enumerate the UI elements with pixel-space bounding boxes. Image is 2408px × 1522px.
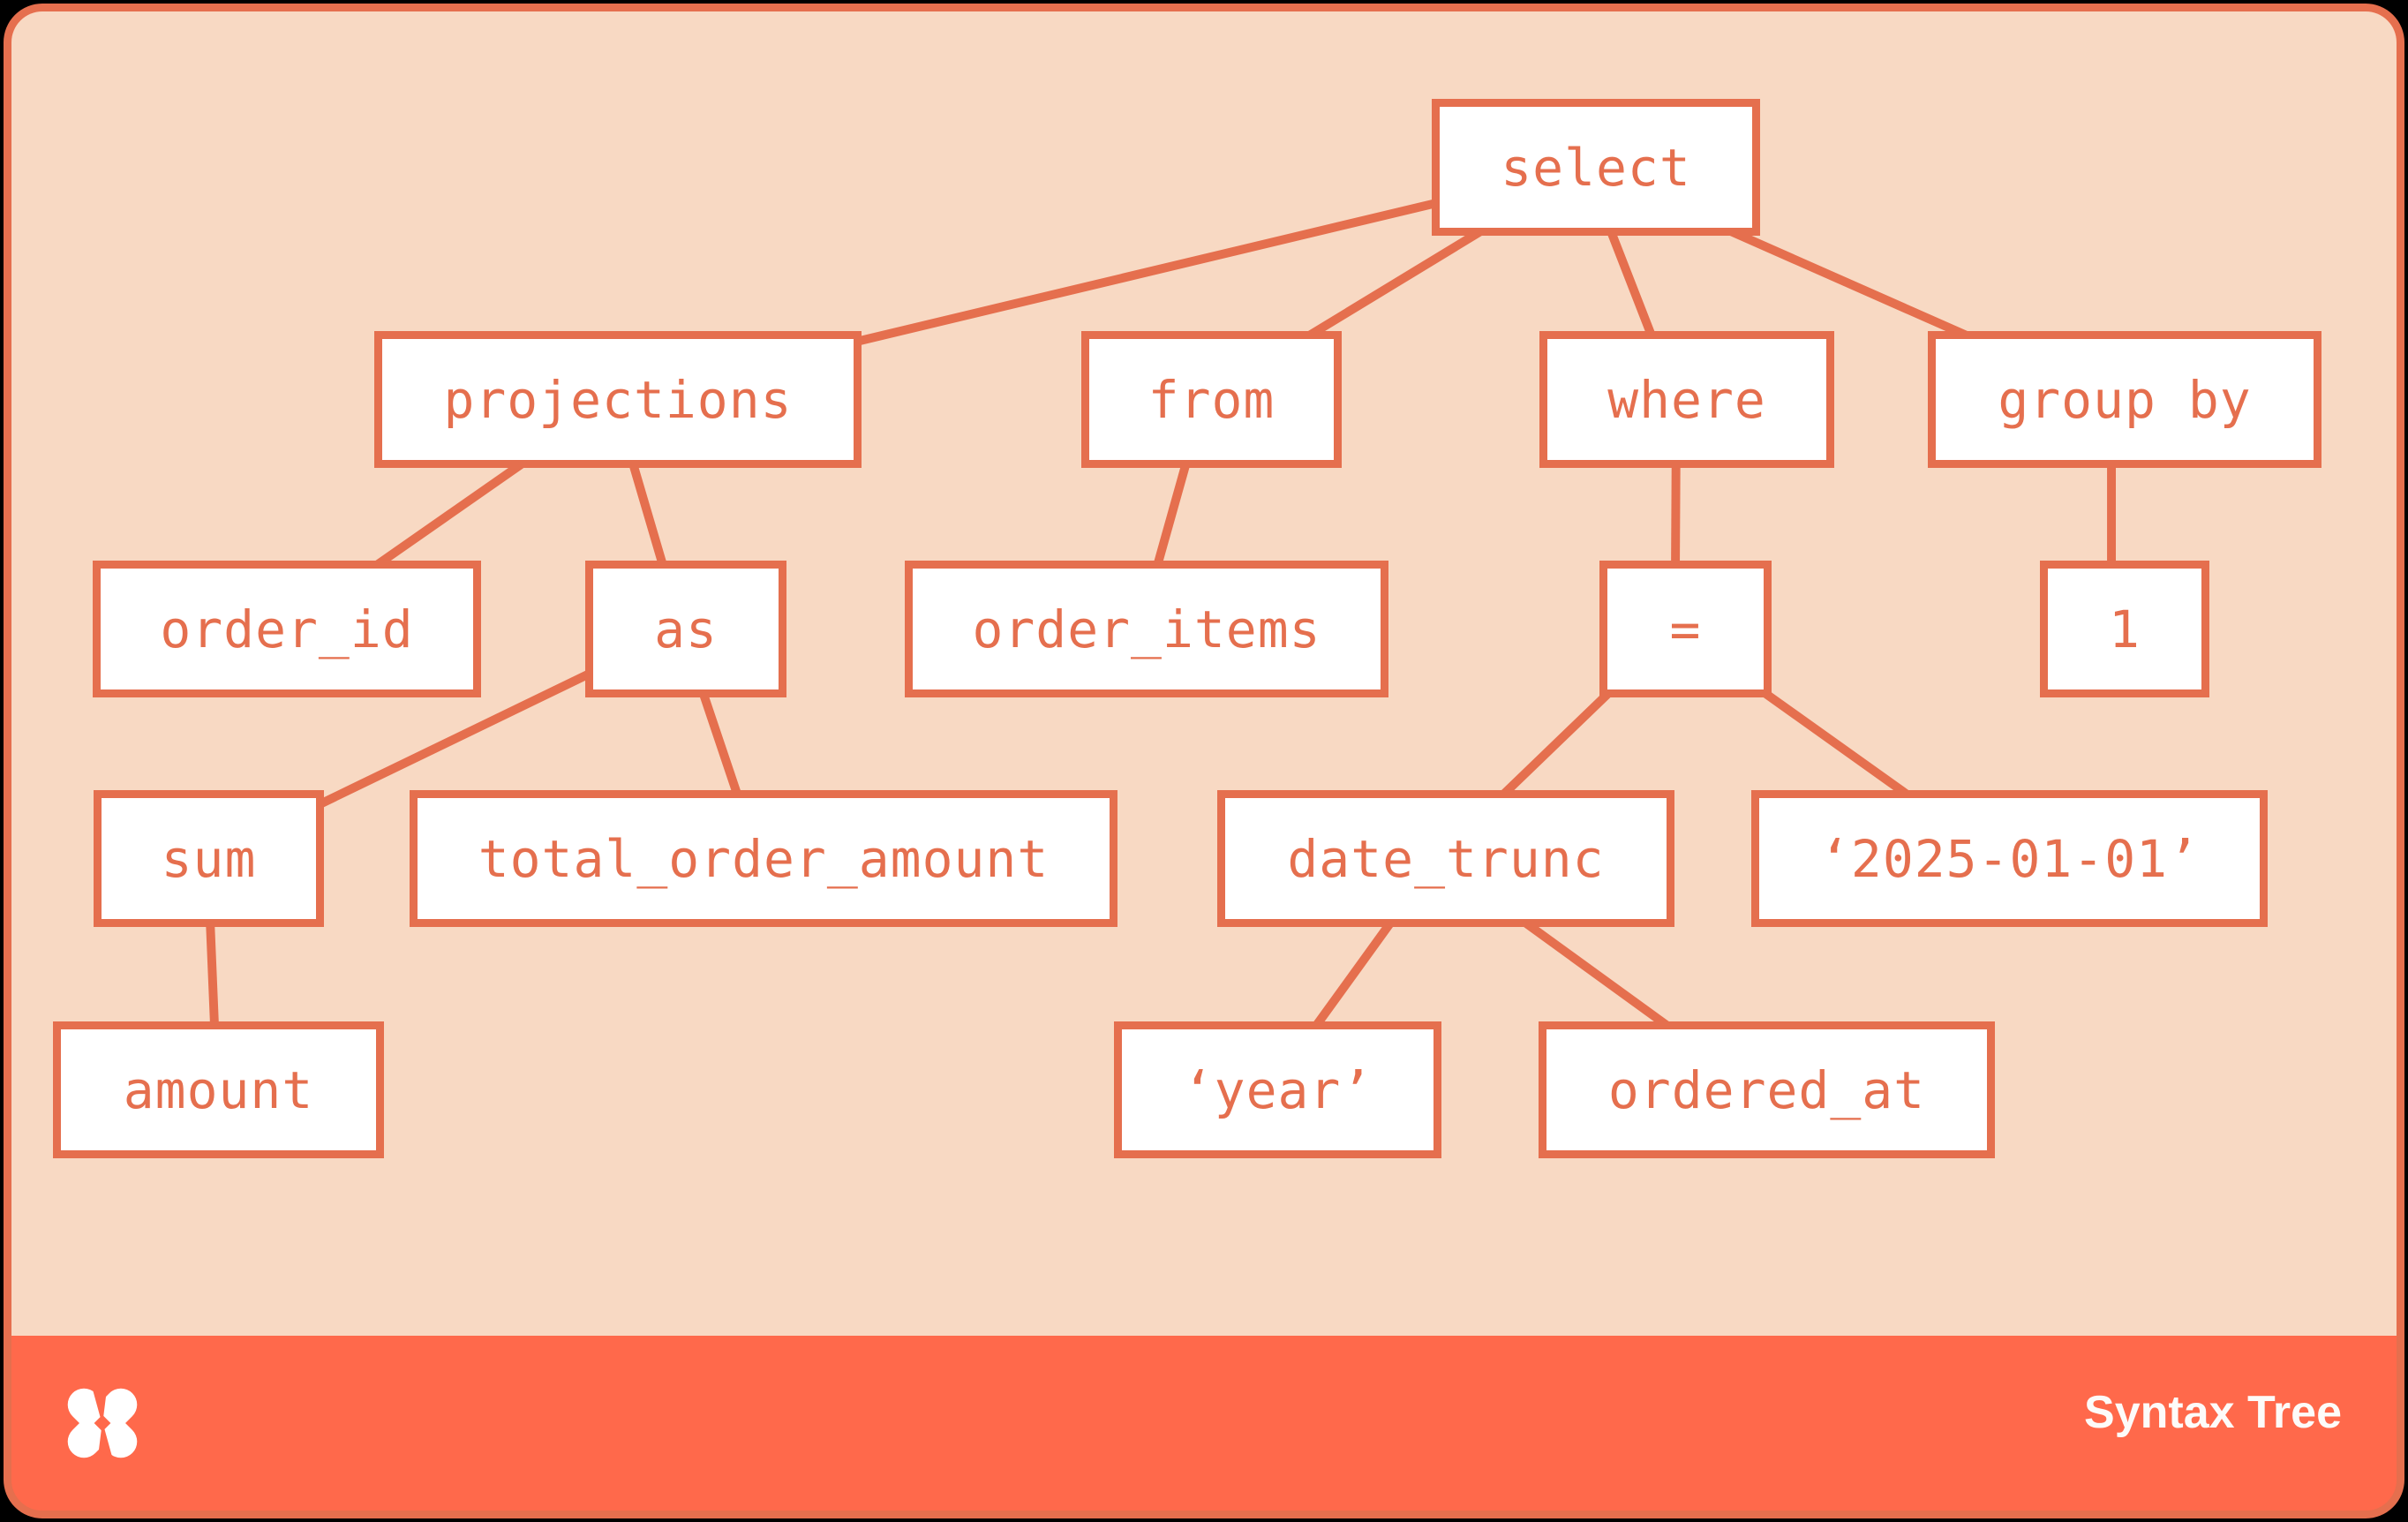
tree-node-sum: sum [94, 790, 324, 927]
tree-node-date_literal: ‘2025-01-01’ [1751, 790, 2268, 927]
tree-node-amount: amount [53, 1021, 384, 1158]
tree-node-ordered_at: ordered_at [1539, 1021, 1995, 1158]
tree-node-year_literal: ‘year’ [1114, 1021, 1441, 1158]
footer-bar: Syntax Tree [11, 1336, 2397, 1511]
dbt-logo-icon [67, 1388, 138, 1458]
tree-node-date_trunc: date_trunc [1217, 790, 1674, 927]
tree-node-total_order_amount: total_order_amount [410, 790, 1117, 927]
tree-node-order_id: order_id [93, 561, 481, 697]
card-frame: select projections from where group by order_… [4, 4, 2404, 1518]
tree-node-one: 1 [2040, 561, 2209, 697]
footer-title: Syntax Tree [2084, 1387, 2342, 1439]
tree-node-group_by: group by [1928, 331, 2321, 468]
tree-node-order_items: order_items [905, 561, 1388, 697]
tree-node-from: from [1081, 331, 1342, 468]
tree-panel: select projections from where group by order_… [11, 11, 2397, 1355]
tree-node-where: where [1539, 331, 1834, 468]
tree-node-eq: = [1599, 561, 1772, 697]
tree-node-select: select [1432, 99, 1760, 236]
tree-node-as: as [585, 561, 786, 697]
tree-node-projections: projections [374, 331, 862, 468]
